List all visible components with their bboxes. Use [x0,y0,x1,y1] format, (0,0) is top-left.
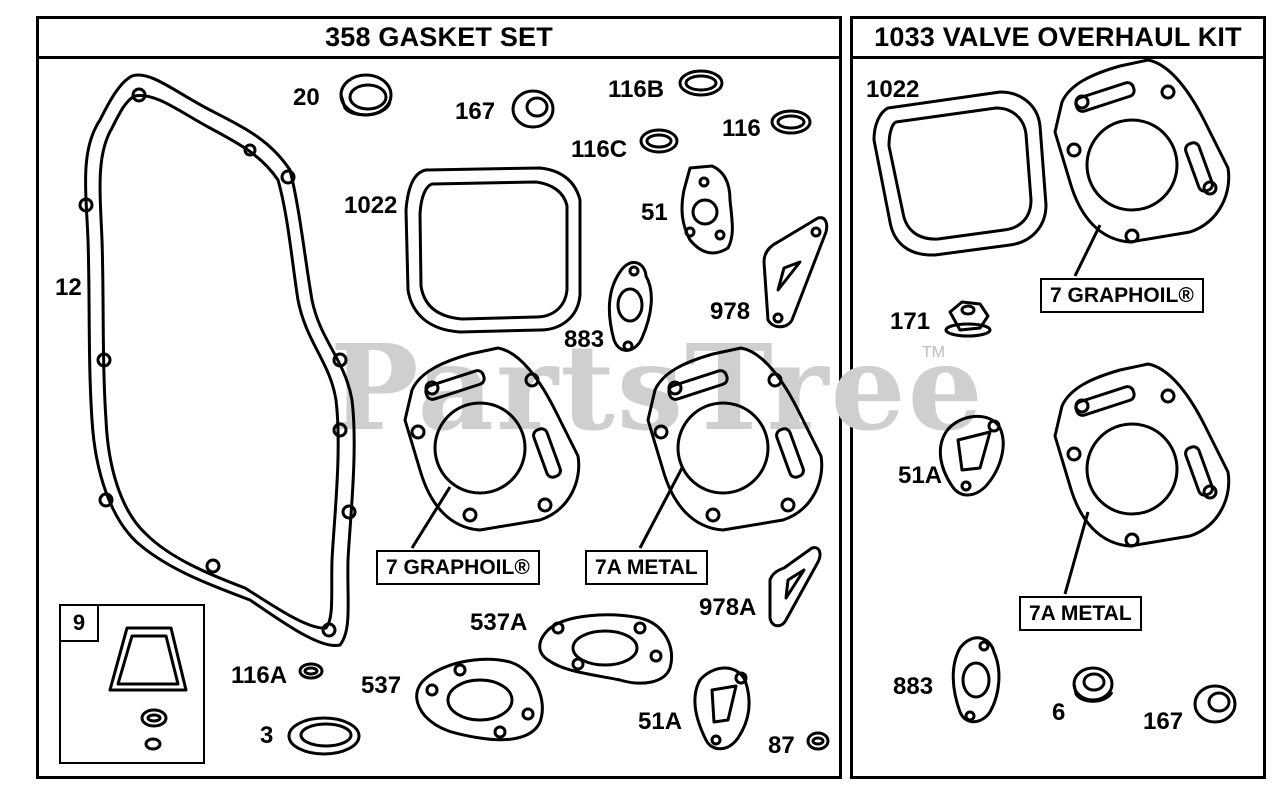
right-label-51a: 51A [898,462,943,489]
part-883-exhaust-gasket[interactable] [607,261,653,352]
label-116a: 116A [231,662,288,689]
part-51a-gasket[interactable] [693,666,751,751]
gasket-set-panel: 358 GASKET SET [36,16,842,779]
part-7-graphoil-head-gasket[interactable] [403,346,581,549]
right-part-1022-valve-cover-gasket[interactable] [872,90,1048,257]
right-label-883: 883 [893,673,934,700]
label-1022: 1022 [344,192,398,219]
part-9-inset-box: 9 [59,604,205,764]
part-9-label: 9 [61,606,99,642]
callout-7-graphoil: 7 GRAPHOIL® [376,550,540,585]
part-167-valve-seal[interactable] [511,89,555,129]
label-537: 537 [361,672,402,699]
part-978a-plate[interactable] [768,546,822,628]
part-12-crankcase-gasket[interactable] [78,73,357,648]
part-537a-gasket[interactable] [538,613,674,685]
right-label-1022: 1022 [866,76,920,103]
label-978: 978 [710,298,751,325]
right-label-167: 167 [1143,708,1184,735]
part-3-seal[interactable] [287,716,361,756]
right-callout-7-graphoil: 7 GRAPHOIL® [1040,278,1204,313]
part-978-plate[interactable] [762,216,829,329]
part-7a-metal-head-gasket[interactable] [638,346,824,549]
right-part-6-seal[interactable] [1072,666,1114,703]
right-part-51a-gasket[interactable] [938,414,1005,497]
valve-overhaul-title: 1033 VALVE OVERHAUL KIT [853,19,1263,59]
label-167: 167 [455,98,496,125]
part-116b-washer[interactable] [678,69,724,97]
right-part-7a-metal-head-gasket[interactable] [1053,362,1231,595]
label-116c: 116C [571,136,628,163]
part-116a-washer[interactable] [298,662,324,680]
part-51-intake-gasket[interactable] [680,164,734,255]
label-20: 20 [293,84,320,111]
right-label-6: 6 [1052,699,1066,726]
label-51a: 51A [638,708,683,735]
valve-overhaul-panel: 1033 VALVE OVERHAUL KIT [850,16,1266,779]
label-12: 12 [55,274,82,301]
label-883: 883 [564,326,605,353]
label-87: 87 [768,732,795,759]
gasket-set-title: 358 GASKET SET [39,19,839,59]
part-537-gasket[interactable] [415,657,544,742]
right-part-7-graphoil-head-gasket[interactable] [1053,58,1231,277]
label-978a: 978A [699,594,757,621]
right-part-883-exhaust-gasket[interactable] [951,636,1001,724]
trademark-mark: TM [922,344,946,361]
label-116: 116 [722,115,761,142]
part-116-washer[interactable] [770,109,812,135]
part-87-ring[interactable] [806,731,830,751]
callout-7a-metal: 7A METAL [585,550,708,585]
label-537a: 537A [470,609,528,636]
part-9-kit-drawing[interactable] [108,626,188,751]
right-label-171: 171 [890,308,931,335]
right-part-167-valve-seal[interactable] [1193,684,1237,724]
label-51: 51 [641,199,668,226]
label-116b: 116B [608,76,665,103]
right-part-171-nut[interactable] [944,300,992,338]
part-20-oil-seal[interactable] [339,73,393,117]
right-callout-7a-metal: 7A METAL [1019,596,1142,631]
label-3: 3 [260,722,274,749]
part-116c-washer[interactable] [639,128,679,154]
part-1022-valve-cover-gasket[interactable] [404,166,582,334]
